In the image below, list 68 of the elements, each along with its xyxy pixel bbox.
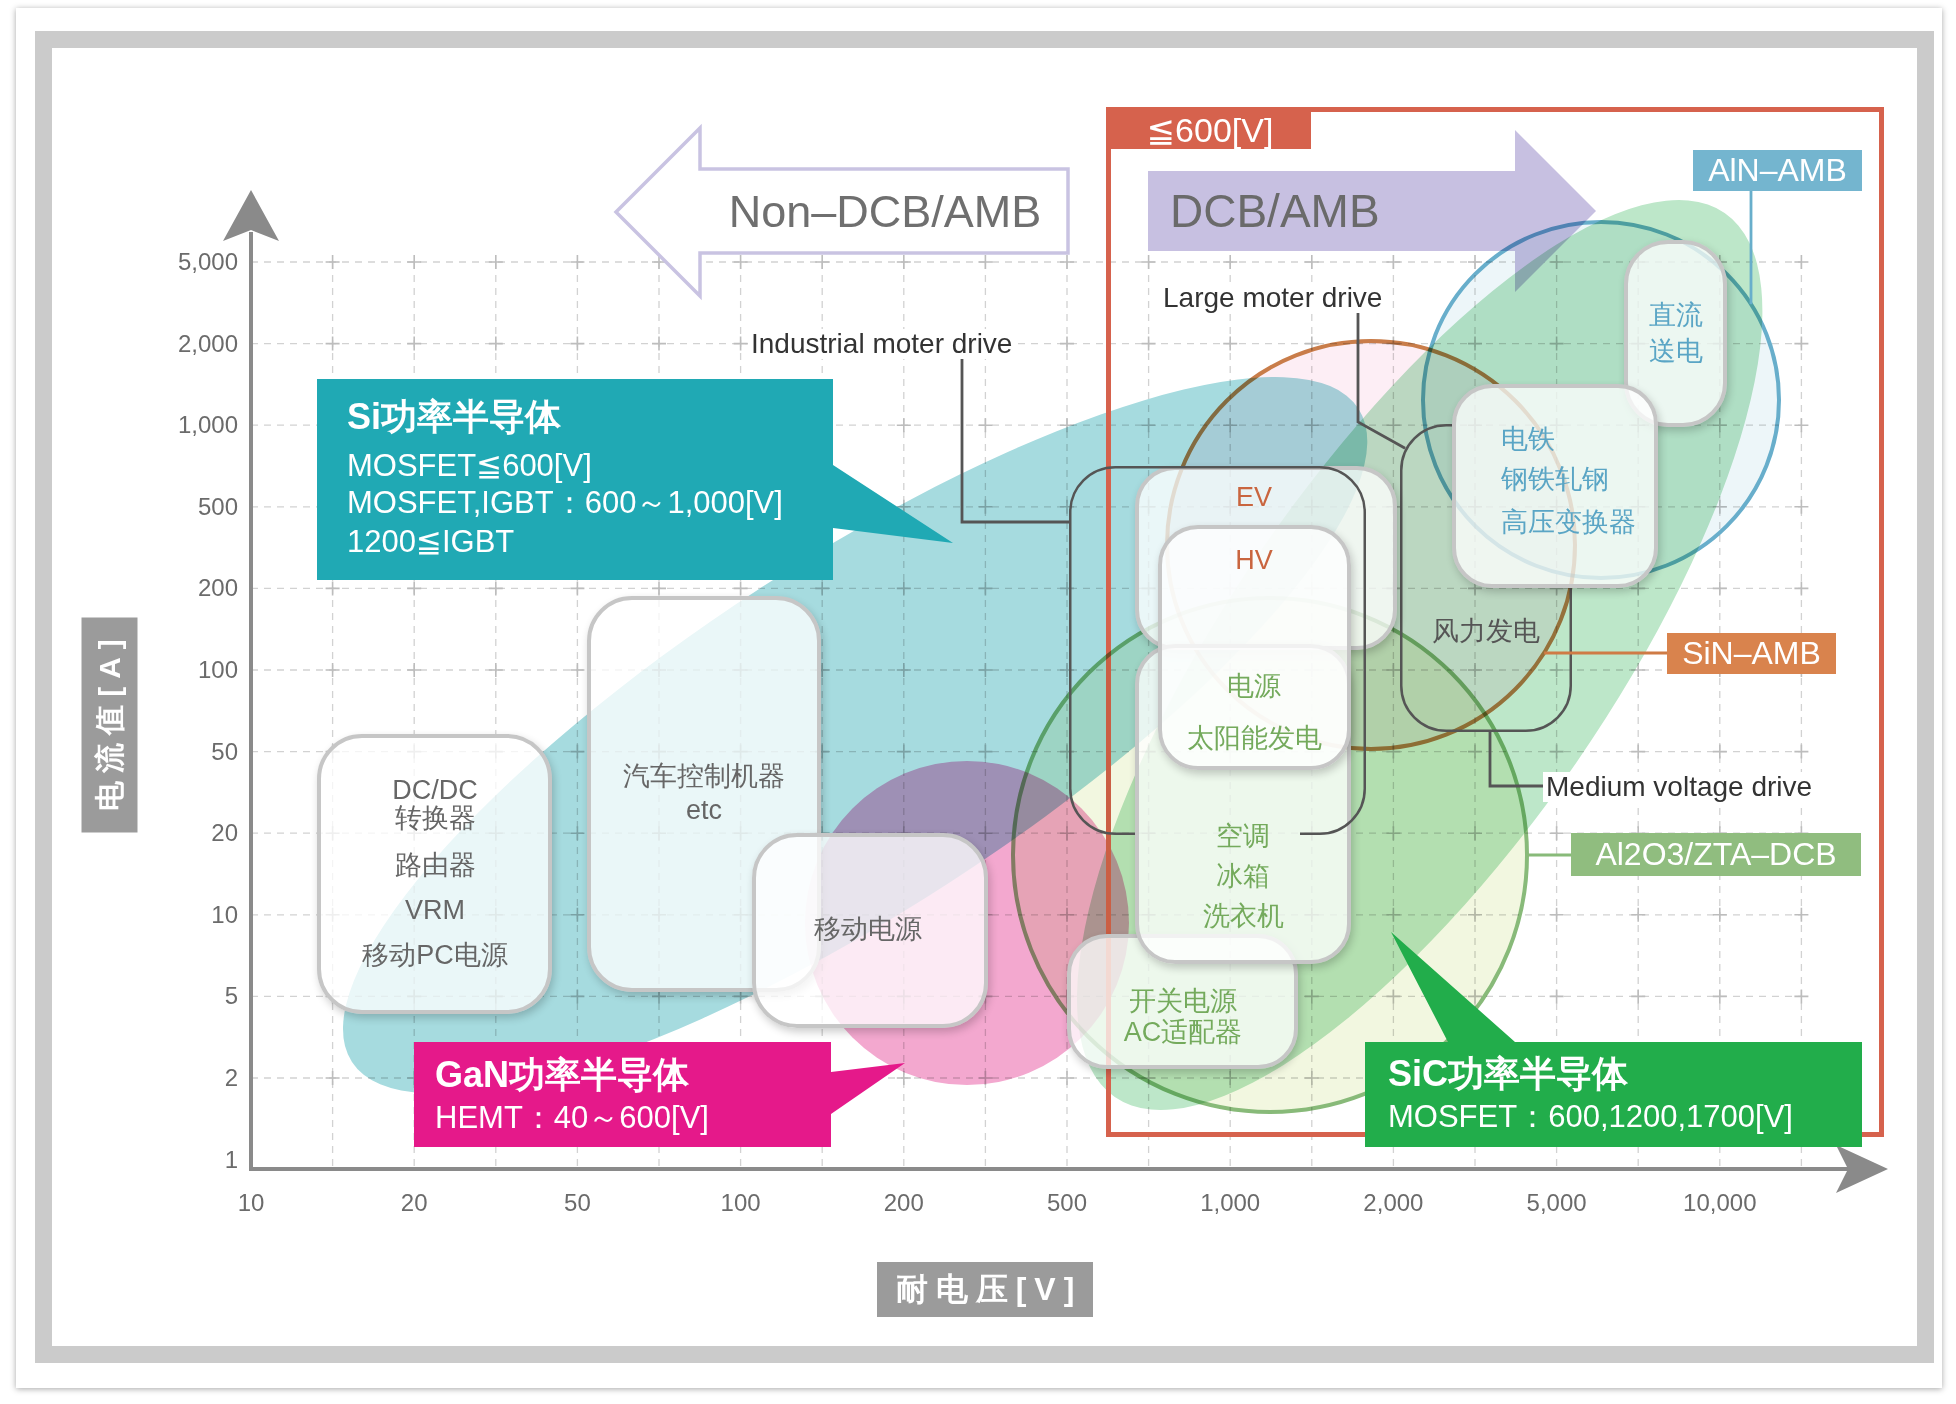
item-label: 钢铁轧钢 [1501, 463, 1609, 495]
item-label: AC适配器 [1123, 1016, 1243, 1048]
item-label: 洗衣机 [1202, 900, 1284, 932]
leader-line [1544, 651, 1667, 655]
item-label: 汽车控制机器 etc [622, 760, 786, 827]
application-box [752, 833, 988, 1028]
tick-label: 50 [564, 1189, 591, 1217]
item-label: 直流送电 [1648, 299, 1704, 368]
tick-label: 200 [883, 1189, 924, 1217]
callout-heading: Si功率半导体 [347, 394, 561, 438]
tick-label: 100 [720, 1189, 761, 1217]
leader-line [960, 359, 1069, 524]
label-tag: SiN–AMB [1667, 633, 1836, 674]
item-label: 开关电源 [1129, 985, 1237, 1017]
leader-line [1356, 313, 1406, 450]
item-label: EV [1236, 481, 1272, 513]
application-box [1158, 525, 1351, 770]
callout-box [414, 1042, 907, 1147]
item-label: 路由器 [394, 849, 476, 881]
label-tag: AlN–AMB [1693, 150, 1862, 191]
tick-label: 200 [197, 574, 238, 603]
item-label: VRM [405, 894, 465, 926]
axis-title: 电流值[A] [81, 617, 137, 832]
tick-label: 2,000 [1363, 1189, 1424, 1217]
callout-text: 1200≦IGBT [347, 522, 515, 560]
tick-label: 5,000 [1526, 1189, 1587, 1217]
tick-label: 100 [197, 656, 238, 684]
application-box [317, 734, 552, 1014]
callout-text: HEMT：40～600[V] [435, 1098, 709, 1136]
tick-label: 10,000 [1683, 1189, 1757, 1217]
tick-label: 20 [400, 1189, 428, 1217]
item-label: 空调 [1216, 820, 1270, 852]
item-label: 太阳能发电 [1186, 722, 1322, 754]
callout-text: MOSFET,IGBT：600～1,000[V] [347, 483, 783, 521]
application-box [1452, 384, 1658, 588]
outline-arrow: Non–DCB/AMB [614, 126, 1070, 298]
tick-label: 2,000 [177, 329, 238, 358]
item-label: 移动PC电源 [362, 939, 508, 971]
tick-label: 5 [224, 982, 238, 1011]
tick-label: 5,000 [177, 248, 238, 276]
item-label: DC/DC 转换器 [391, 776, 479, 832]
tick-label: 10 [211, 900, 238, 929]
tick-label: 1,000 [1200, 1189, 1261, 1217]
tick-label: 500 [1047, 1189, 1087, 1217]
tick-label: 1,000 [177, 411, 238, 440]
item-label: 冰箱 [1216, 860, 1270, 892]
tick-label: 50 [211, 737, 238, 766]
leader-line [1527, 853, 1571, 857]
callout-heading: SiC功率半导体 [1388, 1051, 1628, 1095]
item-label: 风力发电 [1432, 615, 1540, 647]
callout-heading: GaN功率半导体 [435, 1052, 690, 1096]
callout-text: MOSFET≦600[V] [347, 446, 592, 484]
item-label: 电源 [1227, 670, 1281, 702]
tick-label: 2 [224, 1064, 238, 1092]
tick-label: 20 [211, 819, 238, 848]
callout-text: MOSFET：600,1200,1700[V] [1388, 1097, 1793, 1135]
tick-label: 10 [237, 1189, 265, 1217]
item-label: 电铁 [1501, 423, 1555, 455]
item-label: HV [1235, 544, 1273, 576]
item-label: 移动电源 [814, 913, 922, 945]
callout-box [317, 379, 955, 580]
leader-line [1749, 191, 1753, 305]
label-tag: Al2O3/ZTA–DCB [1571, 833, 1861, 876]
tick-label: 1 [224, 1145, 238, 1174]
tick-label: 500 [197, 492, 238, 521]
item-label: 高压变换器 [1501, 506, 1636, 538]
axis-title: 耐电压[V] [877, 1262, 1093, 1317]
leader-line [1488, 732, 1543, 788]
